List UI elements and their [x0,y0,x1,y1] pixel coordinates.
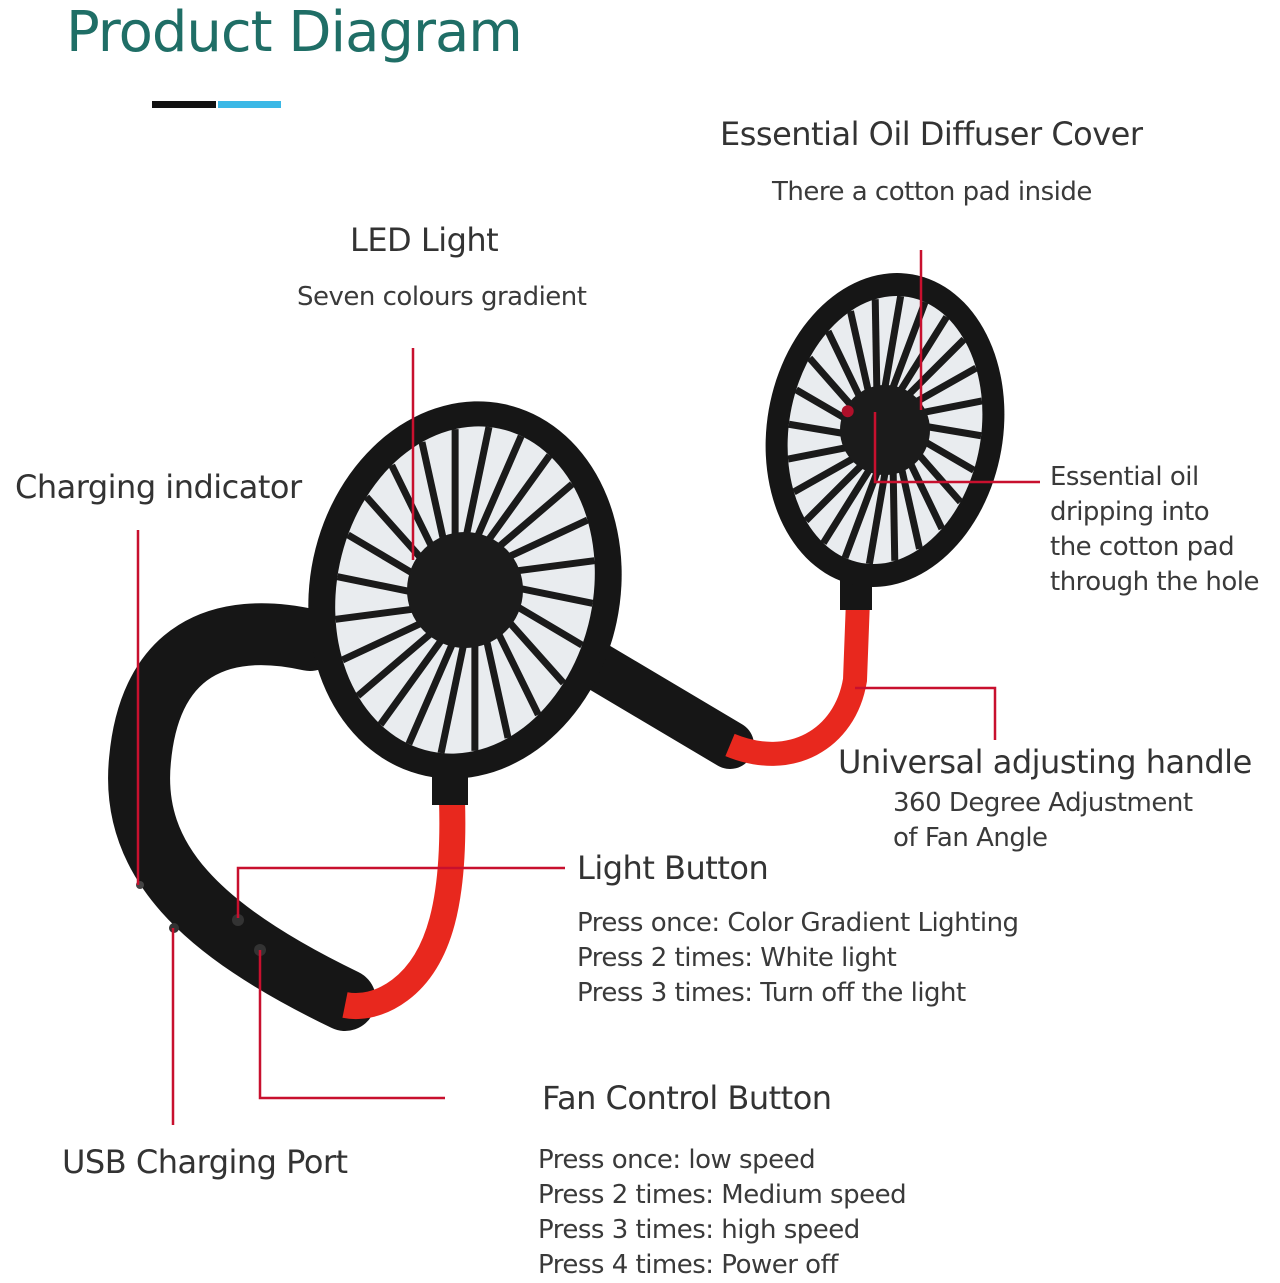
fan-blade [902,452,946,531]
left-fan [308,401,622,779]
fan-blade [888,300,929,392]
leader-handle [855,686,997,740]
fan-blade [480,629,512,739]
fan-blade [471,635,479,751]
fan-blade [896,460,923,550]
leader-fan-button [258,950,445,1100]
leader-light-button [236,866,565,918]
title-underline-blue [218,101,281,108]
text-line: Press 4 times: Power off [538,1250,838,1280]
diffuser-sub: There a cotton pad inside [772,177,1092,207]
text-line: 360 Degree Adjustment [893,788,1193,818]
fan-blade [377,632,449,727]
fan-blade [405,637,458,746]
leader-lines [136,250,1040,1125]
fan-blade [841,468,882,560]
right-fan-hub [840,385,930,475]
fan-blade [437,638,469,754]
fan-blade [451,429,459,545]
text-line: Press 2 times: Medium speed [538,1180,907,1210]
fan-blade [481,453,553,548]
fan-blade [847,310,874,400]
text-line: Essential oil [1050,462,1199,492]
left-fan-blades [335,426,595,754]
text-line: Press 3 times: Turn off the light [577,978,966,1008]
neckband-body [108,603,376,1031]
page-title: Product Diagram [66,0,523,65]
fan-blade [824,329,868,408]
left-fan-hub [407,532,523,648]
fan-blade [472,434,525,543]
text-line: Press once: low speed [538,1145,816,1175]
fan-blade [896,315,950,395]
fan-button-heading: Fan Control Button [542,1079,832,1117]
fan-blade [418,441,450,551]
light-button-dot [232,914,244,926]
title-underline-dark [152,101,216,108]
essential-oil-text: Essential oil dripping into the cotton p… [1050,460,1259,600]
fan-blade [881,295,905,391]
right-tube [725,599,870,766]
led-sub: Seven colours gradient [297,282,587,312]
usb-heading: USB Charging Port [62,1143,348,1181]
oil-hole [841,405,854,418]
handle-heading: Universal adjusting handle [838,743,1252,781]
text-line: dripping into [1050,497,1210,527]
fan-blade [871,299,881,394]
leader-essential-oil [873,412,1040,484]
fan-blade [341,615,433,664]
fan-blade [902,336,967,401]
fan-blade [792,451,862,496]
fan-blade [820,465,874,545]
fan-button-text: Press once: low speed Press 2 times: Med… [538,1143,907,1283]
right-fan [765,273,1005,587]
fan-blade [865,469,889,565]
text-line: Press 3 times: high speed [538,1215,860,1245]
light-button-heading: Light Button [577,849,769,887]
led-heading: LED Light [350,221,499,259]
text-line: Press 2 times: White light [577,943,897,973]
light-button-text: Press once: Color Gradient Lighting Pres… [577,906,1019,1011]
fan-blade [490,481,575,555]
text-line: of Fan Angle [893,823,1048,853]
charging-indicator-heading: Charging indicator [15,468,302,506]
text-line: Press once: Color Gradient Lighting [577,908,1019,938]
diffuser-heading: Essential Oil Diffuser Cover [720,115,1143,153]
fan-blade [355,625,440,699]
fan-blade [489,619,542,717]
fan-blade [388,463,441,561]
left-tube [342,799,466,1020]
fan-blade [497,516,589,565]
text-line: the cotton pad [1050,532,1235,562]
text-line: through the hole [1050,567,1259,597]
handle-text: 360 Degree Adjustment of Fan Angle [893,786,1193,856]
fan-blade [461,426,493,542]
fan-blade [803,459,868,524]
